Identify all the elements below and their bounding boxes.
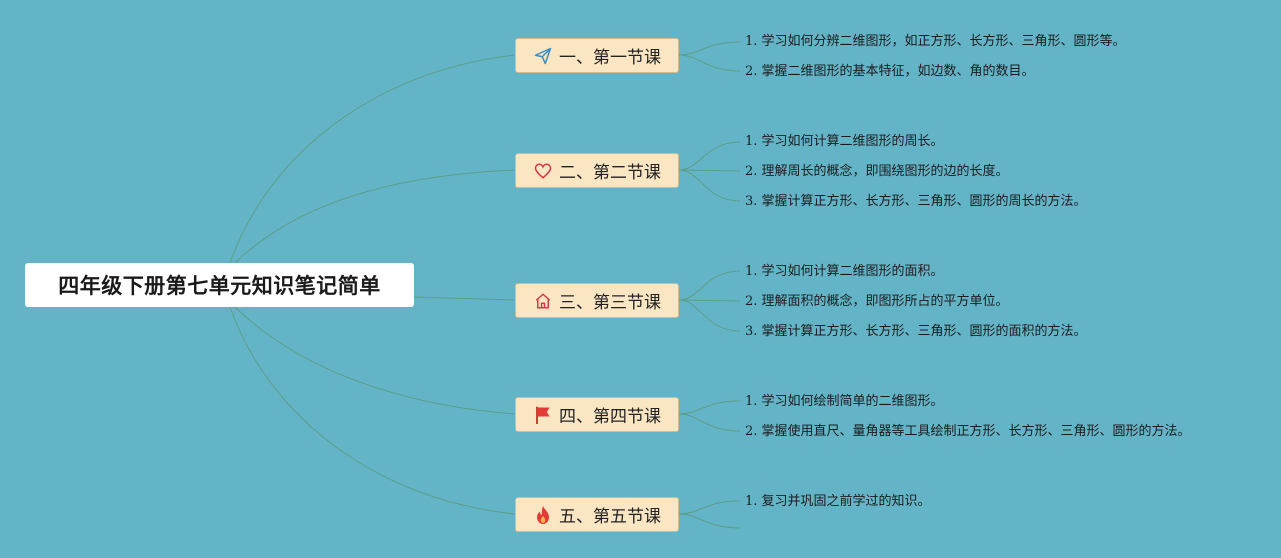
link-root-branch-2 [234, 169, 516, 264]
flag-icon [533, 405, 553, 425]
flame-icon [533, 505, 553, 525]
link-b2-l1 [678, 141, 741, 171]
link-b5-l2 [678, 513, 741, 529]
leaf-3-3[interactable]: 3. 掌握计算正方形、长方形、三角形、圆形的面积的方法。 [745, 324, 1087, 339]
leaf-1-2[interactable]: 2. 掌握二维图形的基本特征，如边数、角的数目。 [745, 64, 1035, 79]
leaf-4-1[interactable]: 1. 学习如何绘制简单的二维图形。 [745, 394, 944, 409]
leaf-2-2[interactable]: 2. 理解周长的概念，即围绕图形的边的长度。 [745, 164, 1009, 179]
link-b2-l3 [678, 169, 741, 202]
paper-plane-icon [533, 46, 553, 66]
link-b1-l1 [678, 41, 741, 56]
link-b5-l1 [678, 500, 741, 515]
branch-label: 三、第三节课 [559, 293, 661, 313]
branch-label: 五、第五节课 [559, 507, 661, 527]
link-root-branch-4 [234, 306, 516, 415]
leaf-3-2[interactable]: 2. 理解面积的概念，即图形所占的平方单位。 [745, 294, 1009, 309]
house-icon [533, 291, 553, 311]
branch-label: 二、第二节课 [559, 163, 661, 183]
branch-topic-1[interactable]: 一、第一节课 [515, 38, 679, 73]
leaf-5-1[interactable]: 1. 复习并巩固之前学过的知识。 [745, 494, 931, 509]
branch-topic-2[interactable]: 二、第二节课 [515, 153, 679, 188]
link-b1-l2 [678, 54, 741, 72]
link-b3-l3 [678, 299, 741, 332]
link-b4-l1 [678, 400, 741, 415]
link-b3-l1 [678, 270, 741, 301]
link-b4-l2 [678, 413, 741, 432]
root-title: 四年级下册第七单元知识笔记简单 [58, 274, 381, 298]
leaf-3-1[interactable]: 1. 学习如何计算二维图形的面积。 [745, 264, 944, 279]
branch-topic-3[interactable]: 三、第三节课 [515, 283, 679, 318]
leaf-2-3[interactable]: 3. 掌握计算正方形、长方形、三角形、圆形的周长的方法。 [745, 194, 1087, 209]
branch-label: 四、第四节课 [559, 407, 661, 427]
heart-icon [533, 161, 553, 181]
link-b2-l2 [678, 169, 741, 172]
link-root-branch-1 [229, 54, 516, 264]
leaf-1-1[interactable]: 1. 学习如何分辨二维图形，如正方形、长方形、三角形、圆形等。 [745, 34, 1126, 49]
link-root-branch-3 [413, 296, 516, 301]
link-b3-l2 [678, 299, 741, 302]
root-topic[interactable]: 四年级下册第七单元知识笔记简单 [25, 263, 414, 307]
branch-label: 一、第一节课 [559, 48, 661, 68]
branch-topic-4[interactable]: 四、第四节课 [515, 397, 679, 432]
link-root-branch-5 [229, 306, 516, 515]
leaf-2-1[interactable]: 1. 学习如何计算二维图形的周长。 [745, 134, 944, 149]
branch-topic-5[interactable]: 五、第五节课 [515, 497, 679, 532]
leaf-4-2[interactable]: 2. 掌握使用直尺、量角器等工具绘制正方形、长方形、三角形、圆形的方法。 [745, 424, 1191, 439]
